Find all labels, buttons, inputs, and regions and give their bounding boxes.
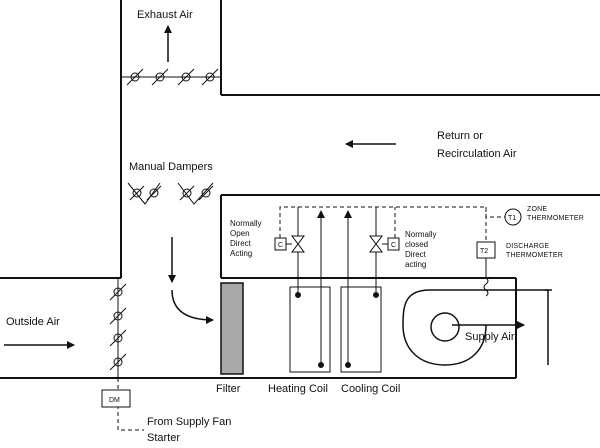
- airflow-arrows: [4, 25, 525, 349]
- damper-blade: [129, 185, 145, 201]
- controller-left-tag: C: [278, 242, 284, 249]
- supply-air-label: Supply Air: [465, 331, 515, 343]
- damper-blade: [198, 185, 214, 201]
- damper-blade: [177, 68, 195, 86]
- zone-thermometer-circle: [504, 208, 522, 226]
- normally-open-line2: Open: [230, 229, 250, 238]
- return-air-label-line2: Recirculation Air: [437, 148, 517, 160]
- controller-box-left: [274, 237, 287, 251]
- outside-air-dampers: [109, 278, 127, 378]
- from-supply-fan-label-line2: Starter: [147, 432, 181, 444]
- damper-blade: [179, 185, 195, 201]
- controller-box-right: [387, 237, 400, 251]
- normally-closed-line2: closed: [405, 240, 429, 249]
- damper-blade: [109, 307, 127, 325]
- sensor-probe: [483, 258, 489, 297]
- damper-blade: [126, 68, 144, 86]
- discharge-thermometer-line2: THERMOMETER: [506, 252, 564, 259]
- cooling-coil: [340, 210, 382, 373]
- normally-closed-line4: acting: [405, 260, 427, 269]
- return-air-label-line1: Return or: [437, 130, 483, 142]
- normally-closed-line3: Direct: [405, 250, 426, 259]
- manual-dampers-label: Manual Dampers: [129, 161, 213, 173]
- damper-blade: [151, 68, 169, 86]
- normally-closed-line1: Normally: [405, 230, 437, 239]
- heating-valve: [286, 235, 305, 253]
- supply-fan: [402, 289, 552, 366]
- controller-right-tag: C: [391, 242, 397, 249]
- zone-thermometer-line1: ZONE: [527, 206, 548, 213]
- damper-blade: [109, 283, 127, 301]
- damper-motor-box: [101, 389, 131, 408]
- damper-blade: [201, 68, 219, 86]
- normally-open-line1: Normally: [230, 219, 262, 228]
- control-wiring: [117, 206, 505, 431]
- manual-dampers: [127, 182, 214, 205]
- damper-blade: [146, 185, 162, 201]
- discharge-thermometer-line1: DISCHARGE: [506, 243, 550, 250]
- damper-motor-tag: DM: [109, 397, 120, 404]
- normally-open-line4: Acting: [230, 249, 253, 258]
- zone-sensor-tag: T1: [508, 215, 517, 222]
- cooling-valve: [369, 235, 388, 253]
- filter: [220, 282, 244, 375]
- zone-thermometer-line2: THERMOMETER: [527, 215, 585, 222]
- from-supply-fan-label-line1: From Supply Fan: [147, 416, 232, 428]
- exhaust-dampers: [121, 68, 221, 86]
- exhaust-air-label: Exhaust Air: [137, 9, 193, 21]
- damper-blade: [109, 329, 127, 347]
- normally-open-line3: Direct: [230, 239, 251, 248]
- duct-walls: [0, 0, 600, 379]
- filter-label: Filter: [216, 383, 241, 395]
- discharge-sensor-box: [476, 241, 496, 259]
- outside-air-label: Outside Air: [6, 316, 60, 328]
- heating-coil-label: Heating Coil: [268, 383, 328, 395]
- cooling-coil-label: Cooling Coil: [341, 383, 401, 395]
- mixed-air-turn-arrow: [171, 289, 214, 324]
- heating-coil: [289, 210, 331, 373]
- discharge-sensor-tag: T2: [480, 248, 489, 255]
- damper-blade: [109, 353, 127, 371]
